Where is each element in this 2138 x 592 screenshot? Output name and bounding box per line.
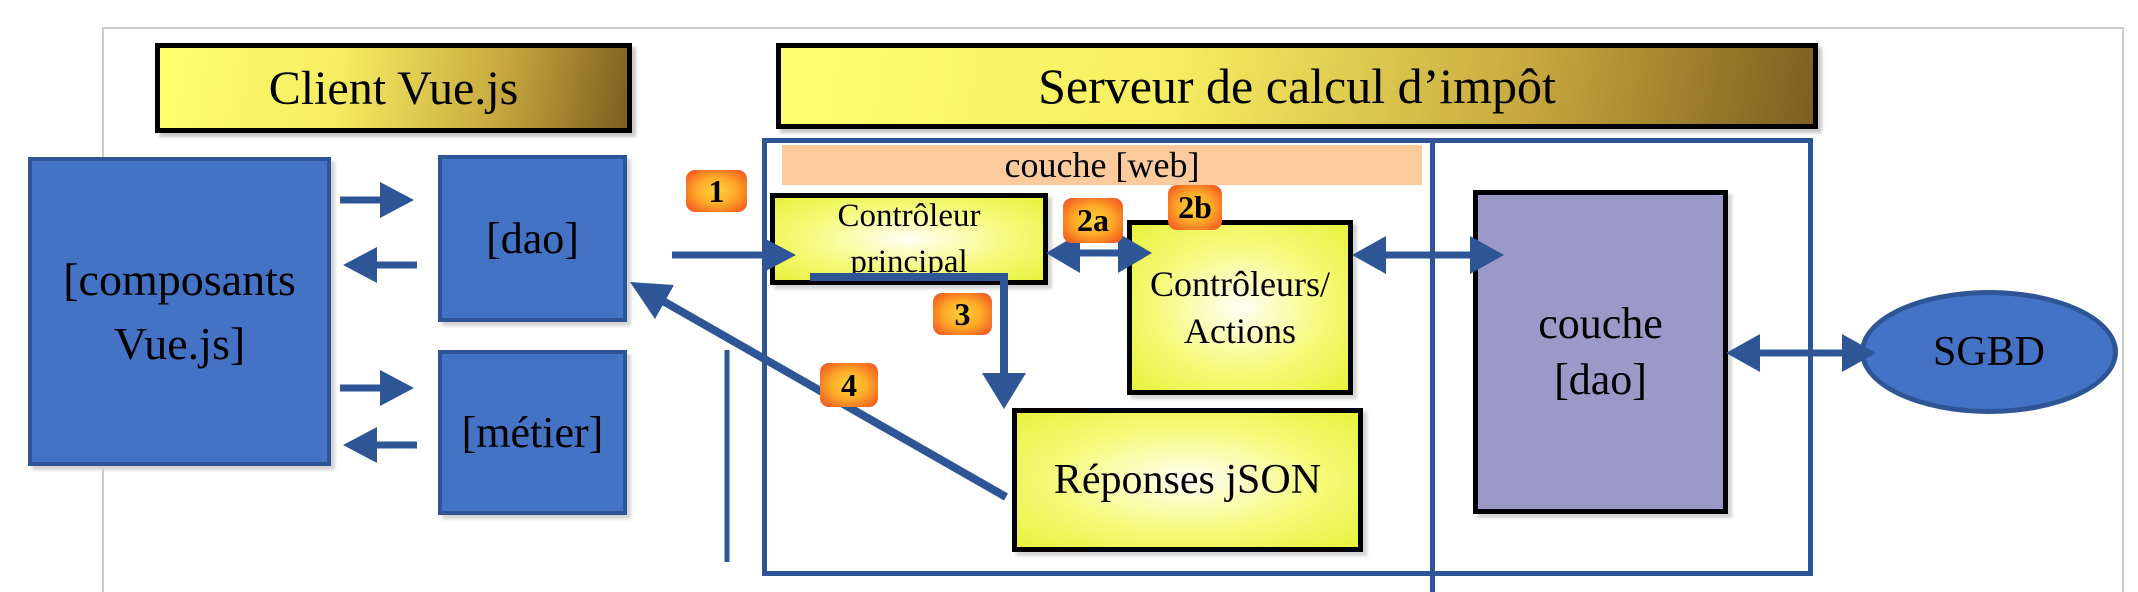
client-metier-box: [métier] [438, 350, 627, 515]
controllers-actions-box: Contrôleurs/ Actions [1127, 220, 1353, 395]
web-layer-bar: couche [web] [782, 145, 1422, 185]
vue-components-line1: [composants [63, 254, 296, 306]
server-title-label: Serveur de calcul d’impôt [1038, 58, 1556, 114]
server-layer-divider [1430, 138, 1435, 592]
vue-components-box: [composants Vue.js] [28, 157, 331, 466]
client-dao-box: [dao] [438, 155, 627, 322]
slide-border-top [102, 27, 2124, 29]
controllers-actions-line1: Contrôleurs/ [1150, 263, 1330, 304]
server-dao-layer-box: couche [dao] [1473, 190, 1728, 514]
arrow-metier-to-components [343, 427, 417, 463]
step-badge-1: 1 [686, 170, 747, 212]
client-dao-label: [dao] [486, 214, 579, 263]
controllers-actions-line2: Actions [1184, 310, 1296, 351]
arrow-dao-to-components [343, 247, 417, 283]
client-metier-label: [métier] [461, 408, 604, 457]
step-badge-4: 4 [820, 363, 878, 407]
server-title-bar: Serveur de calcul d’impôt [776, 43, 1818, 129]
client-title-bar: Client Vue.js [155, 43, 632, 133]
step-badge-3-label: 3 [954, 295, 971, 332]
main-controller-line2: principal [850, 244, 968, 280]
web-layer-label: couche [web] [1004, 145, 1200, 185]
server-dao-layer-line2: [dao] [1554, 355, 1647, 404]
slide-border-right [2122, 27, 2124, 592]
client-title-label: Client Vue.js [268, 61, 519, 115]
arrow-components-to-metier [340, 370, 414, 406]
step-badge-1-label: 1 [708, 172, 725, 209]
server-dao-layer-line1: couche [1538, 298, 1663, 348]
step-badge-2b: 2b [1168, 185, 1222, 230]
main-controller-box: Contrôleur principal [770, 193, 1048, 285]
json-responses-label: Réponses jSON [1053, 457, 1322, 503]
step-badge-2b-label: 2b [1178, 189, 1212, 225]
json-responses-box: Réponses jSON [1012, 408, 1363, 552]
sgbd-ellipse: SGBD [1860, 290, 2118, 414]
step-badge-4-label: 4 [841, 366, 857, 403]
vue-components-line2: Vue.js] [113, 317, 246, 369]
main-controller-line1: Contrôleur [837, 197, 981, 234]
step-badge-2a-label: 2a [1077, 202, 1109, 238]
step-badge-3: 3 [933, 293, 992, 335]
step-badge-2a: 2a [1063, 198, 1123, 243]
sgbd-label: SGBD [1932, 329, 2046, 375]
arrow-components-to-dao [340, 182, 414, 218]
